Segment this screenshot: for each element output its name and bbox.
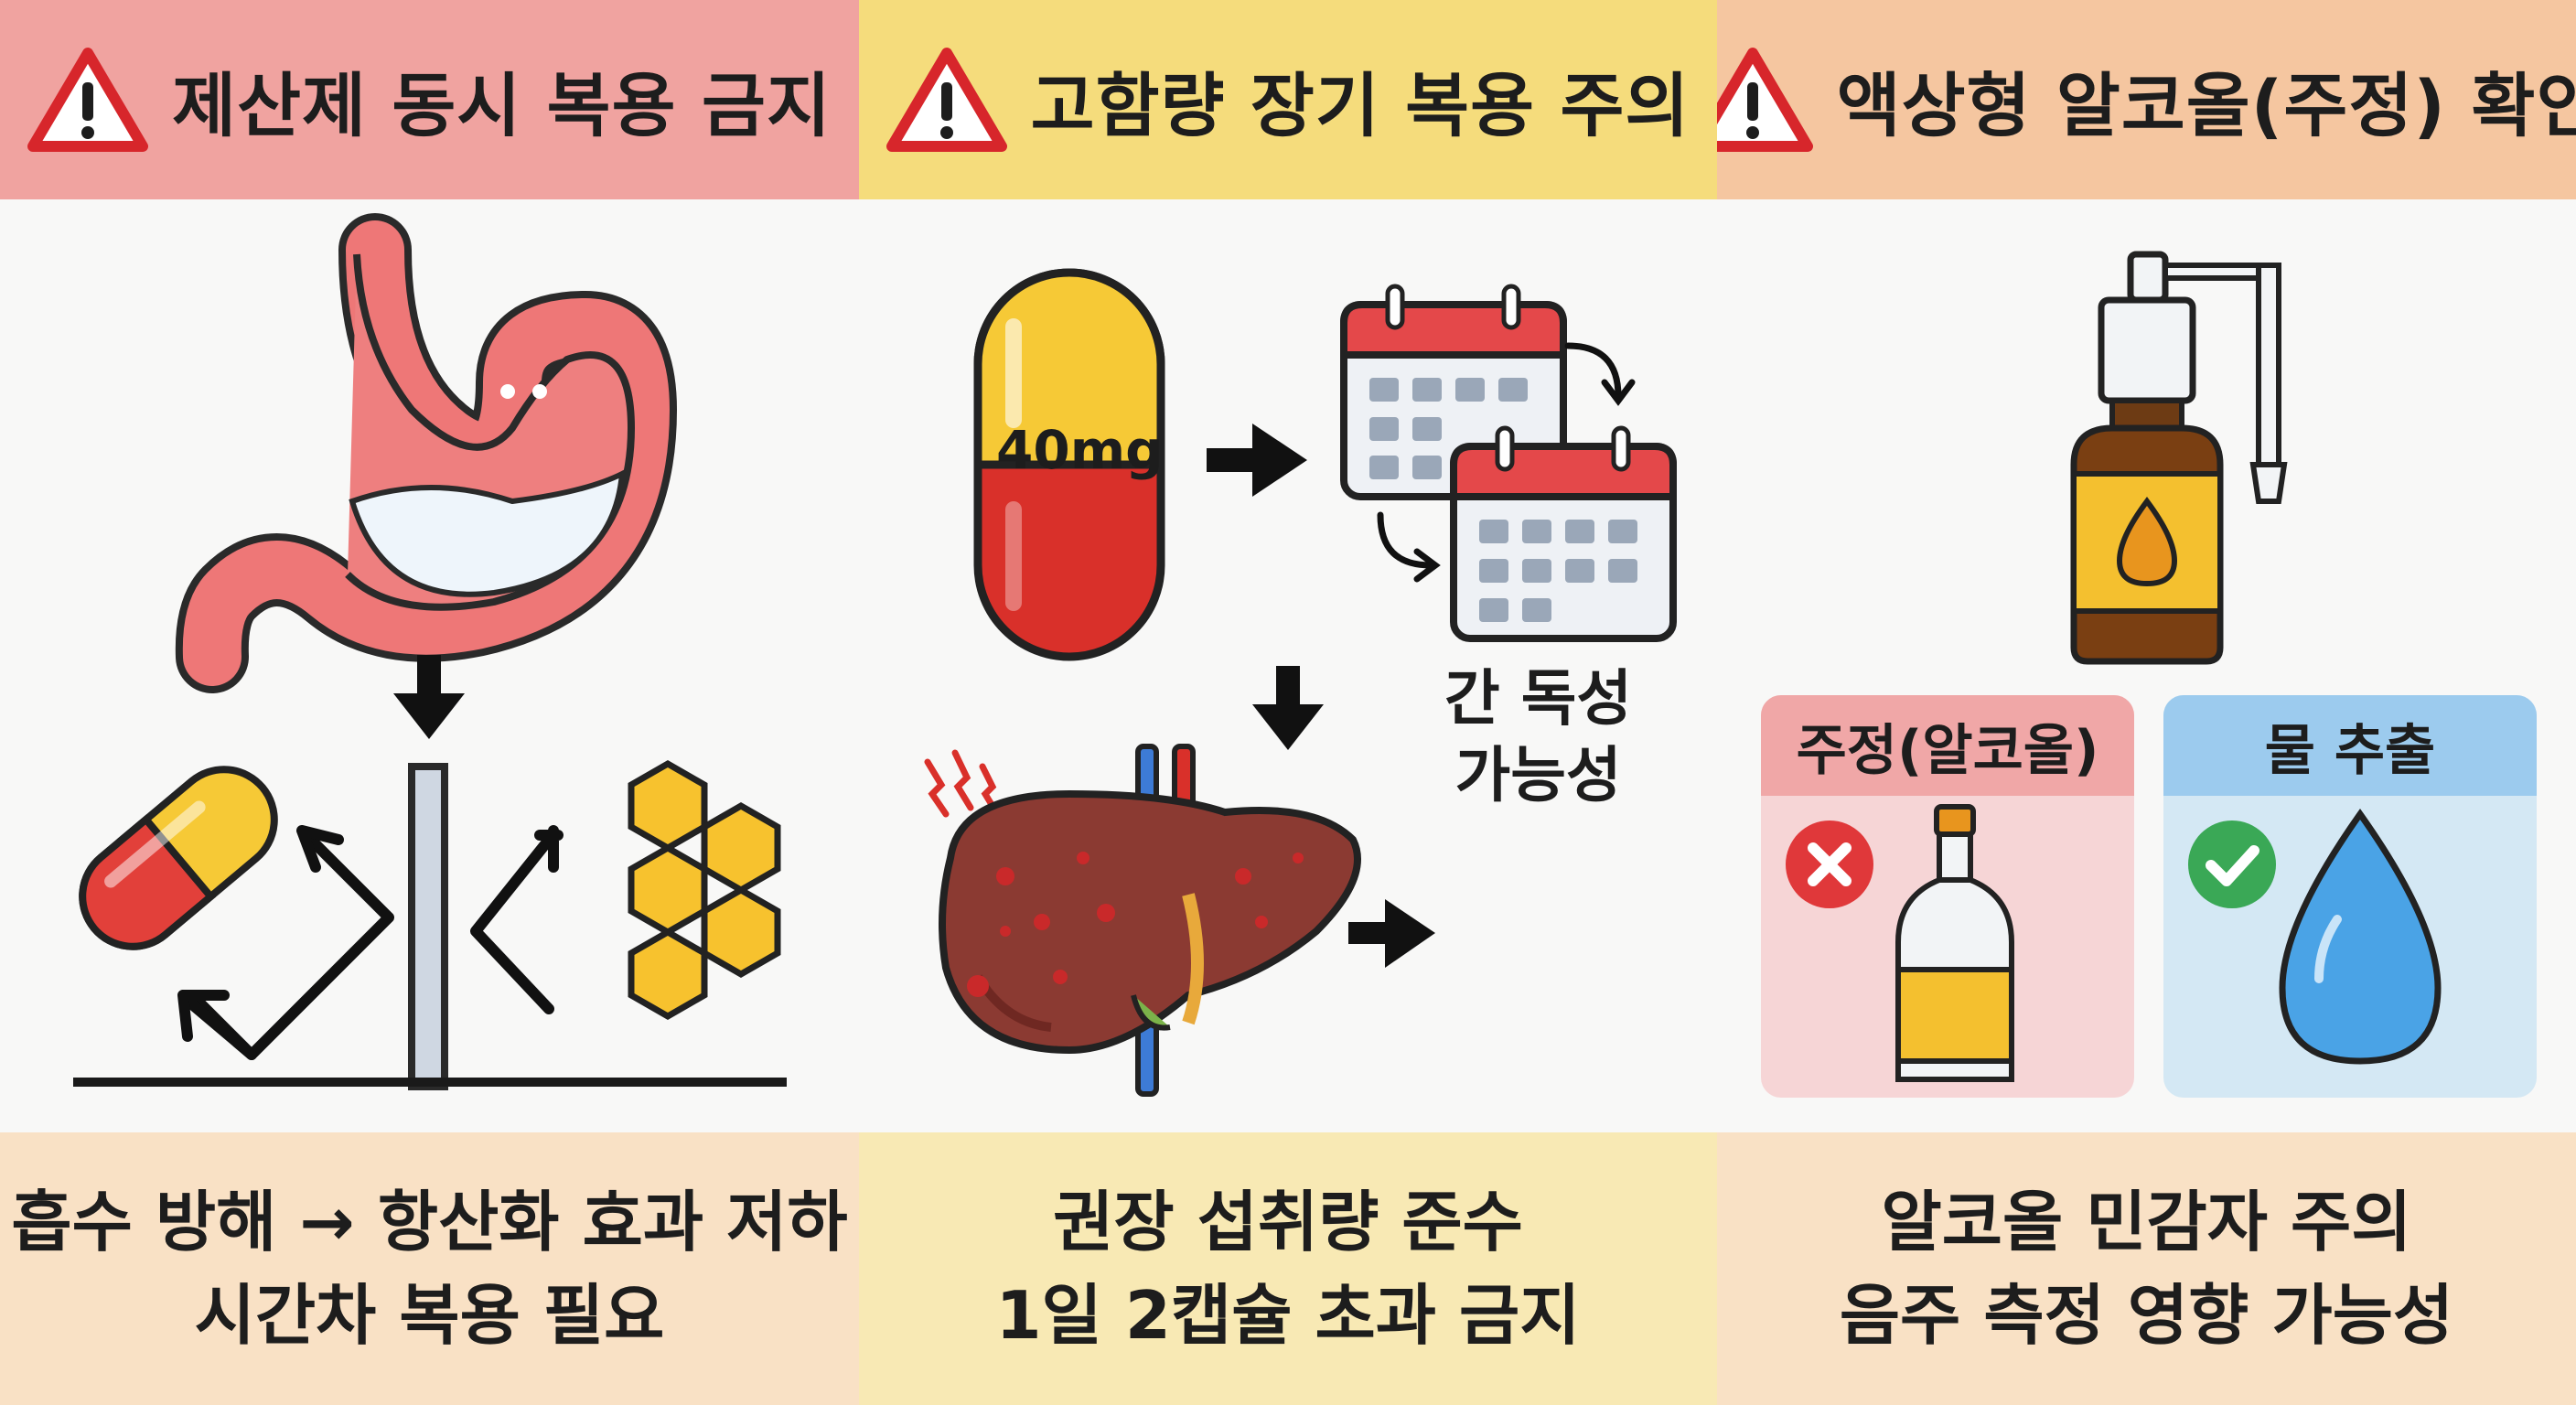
panel-antacid: 제산제 동시 복용 금지 bbox=[0, 0, 859, 1405]
arrow-down-icon bbox=[1252, 666, 1324, 750]
calendar-icon bbox=[1450, 425, 1677, 642]
blocked-arrow-icon-right bbox=[470, 825, 564, 1014]
water-drop-icon bbox=[2279, 808, 2442, 1065]
water-card: 물 추출 bbox=[2163, 695, 2537, 1098]
check-icon bbox=[2188, 820, 2276, 908]
footer-line-1: 흡수 방해 → 항산화 효과 저하 bbox=[11, 1184, 848, 1260]
x-icon bbox=[1786, 820, 1873, 908]
blocked-arrow-icon bbox=[177, 825, 394, 1060]
footer-line-2: 음주 측정 영향 가능성 bbox=[1839, 1277, 2454, 1354]
water-card-label: 물 추출 bbox=[2163, 695, 2537, 796]
panel-header: 고함량 장기 복용 주의 bbox=[859, 0, 1717, 199]
panel-alcohol: 액상형 알코올(주정) 확인 주정(알코올) bbox=[1717, 0, 2576, 1405]
panel-title: 액상형 알코올(주정) 확인 bbox=[1836, 65, 2576, 146]
panel-header: 제산제 동시 복용 금지 bbox=[0, 0, 859, 199]
liquor-bottle-icon bbox=[1895, 804, 2014, 1082]
ground-line bbox=[73, 1078, 787, 1087]
spray-bottle-icon bbox=[2070, 251, 2288, 665]
capsule-dose-label: 40mg bbox=[996, 419, 1164, 481]
capsule-icon bbox=[79, 766, 278, 950]
barrier-icon bbox=[408, 763, 448, 1090]
high-dose-illustration bbox=[924, 268, 1677, 1097]
liver-icon bbox=[939, 744, 1361, 1097]
panel-title: 제산제 동시 복용 금지 bbox=[172, 65, 832, 146]
arrow-down-icon bbox=[393, 655, 465, 739]
footer-line-1: 권장 섭취량 준수 bbox=[1053, 1184, 1523, 1260]
liver-toxicity-label: 간 독성 가능성 bbox=[1444, 660, 1632, 814]
panel-footer: 권장 섭취량 준수 1일 2캡슐 초과 금지 bbox=[859, 1132, 1717, 1405]
panel-high-dose: 고함량 장기 복용 주의 bbox=[859, 0, 1717, 1405]
footer-line-1: 알코올 민감자 주의 bbox=[1881, 1184, 2412, 1260]
warning-icon bbox=[886, 48, 1007, 152]
antacid-illustration bbox=[73, 213, 787, 1090]
liver-toxicity-line-1: 간 독성 bbox=[1444, 663, 1633, 734]
liver-toxicity-line-2: 가능성 bbox=[1454, 740, 1622, 810]
capsule-icon bbox=[973, 268, 1165, 661]
alert-spark-icon bbox=[924, 749, 1000, 818]
panel-footer: 흡수 방해 → 항산화 효과 저하 시간차 복용 필요 bbox=[0, 1132, 859, 1405]
footer-line-2: 시간차 복용 필요 bbox=[194, 1277, 665, 1354]
alcohol-card-label: 주정(알코올) bbox=[1761, 695, 2134, 796]
alcohol-card: 주정(알코올) bbox=[1761, 695, 2134, 1098]
stomach-icon bbox=[175, 213, 678, 693]
panel-title: 고함량 장기 복용 주의 bbox=[1030, 65, 1690, 146]
water-card-art bbox=[2188, 808, 2442, 1065]
alcohol-card-art bbox=[1786, 804, 2014, 1082]
warning-icon bbox=[1717, 48, 1813, 152]
curved-arrow-icon bbox=[1377, 342, 1636, 583]
panel-header: 액상형 알코올(주정) 확인 bbox=[1717, 0, 2576, 199]
panel-footer: 알코올 민감자 주의 음주 측정 영향 가능성 bbox=[1717, 1132, 2576, 1405]
warning-icon bbox=[27, 48, 149, 152]
arrow-right-icon bbox=[1207, 424, 1307, 497]
honeycomb-icon bbox=[628, 759, 781, 1021]
arrow-right-icon bbox=[1348, 899, 1435, 968]
spray-bottle-illustration bbox=[2070, 251, 2288, 665]
footer-line-2: 1일 2캡슐 초과 금지 bbox=[995, 1277, 1581, 1354]
